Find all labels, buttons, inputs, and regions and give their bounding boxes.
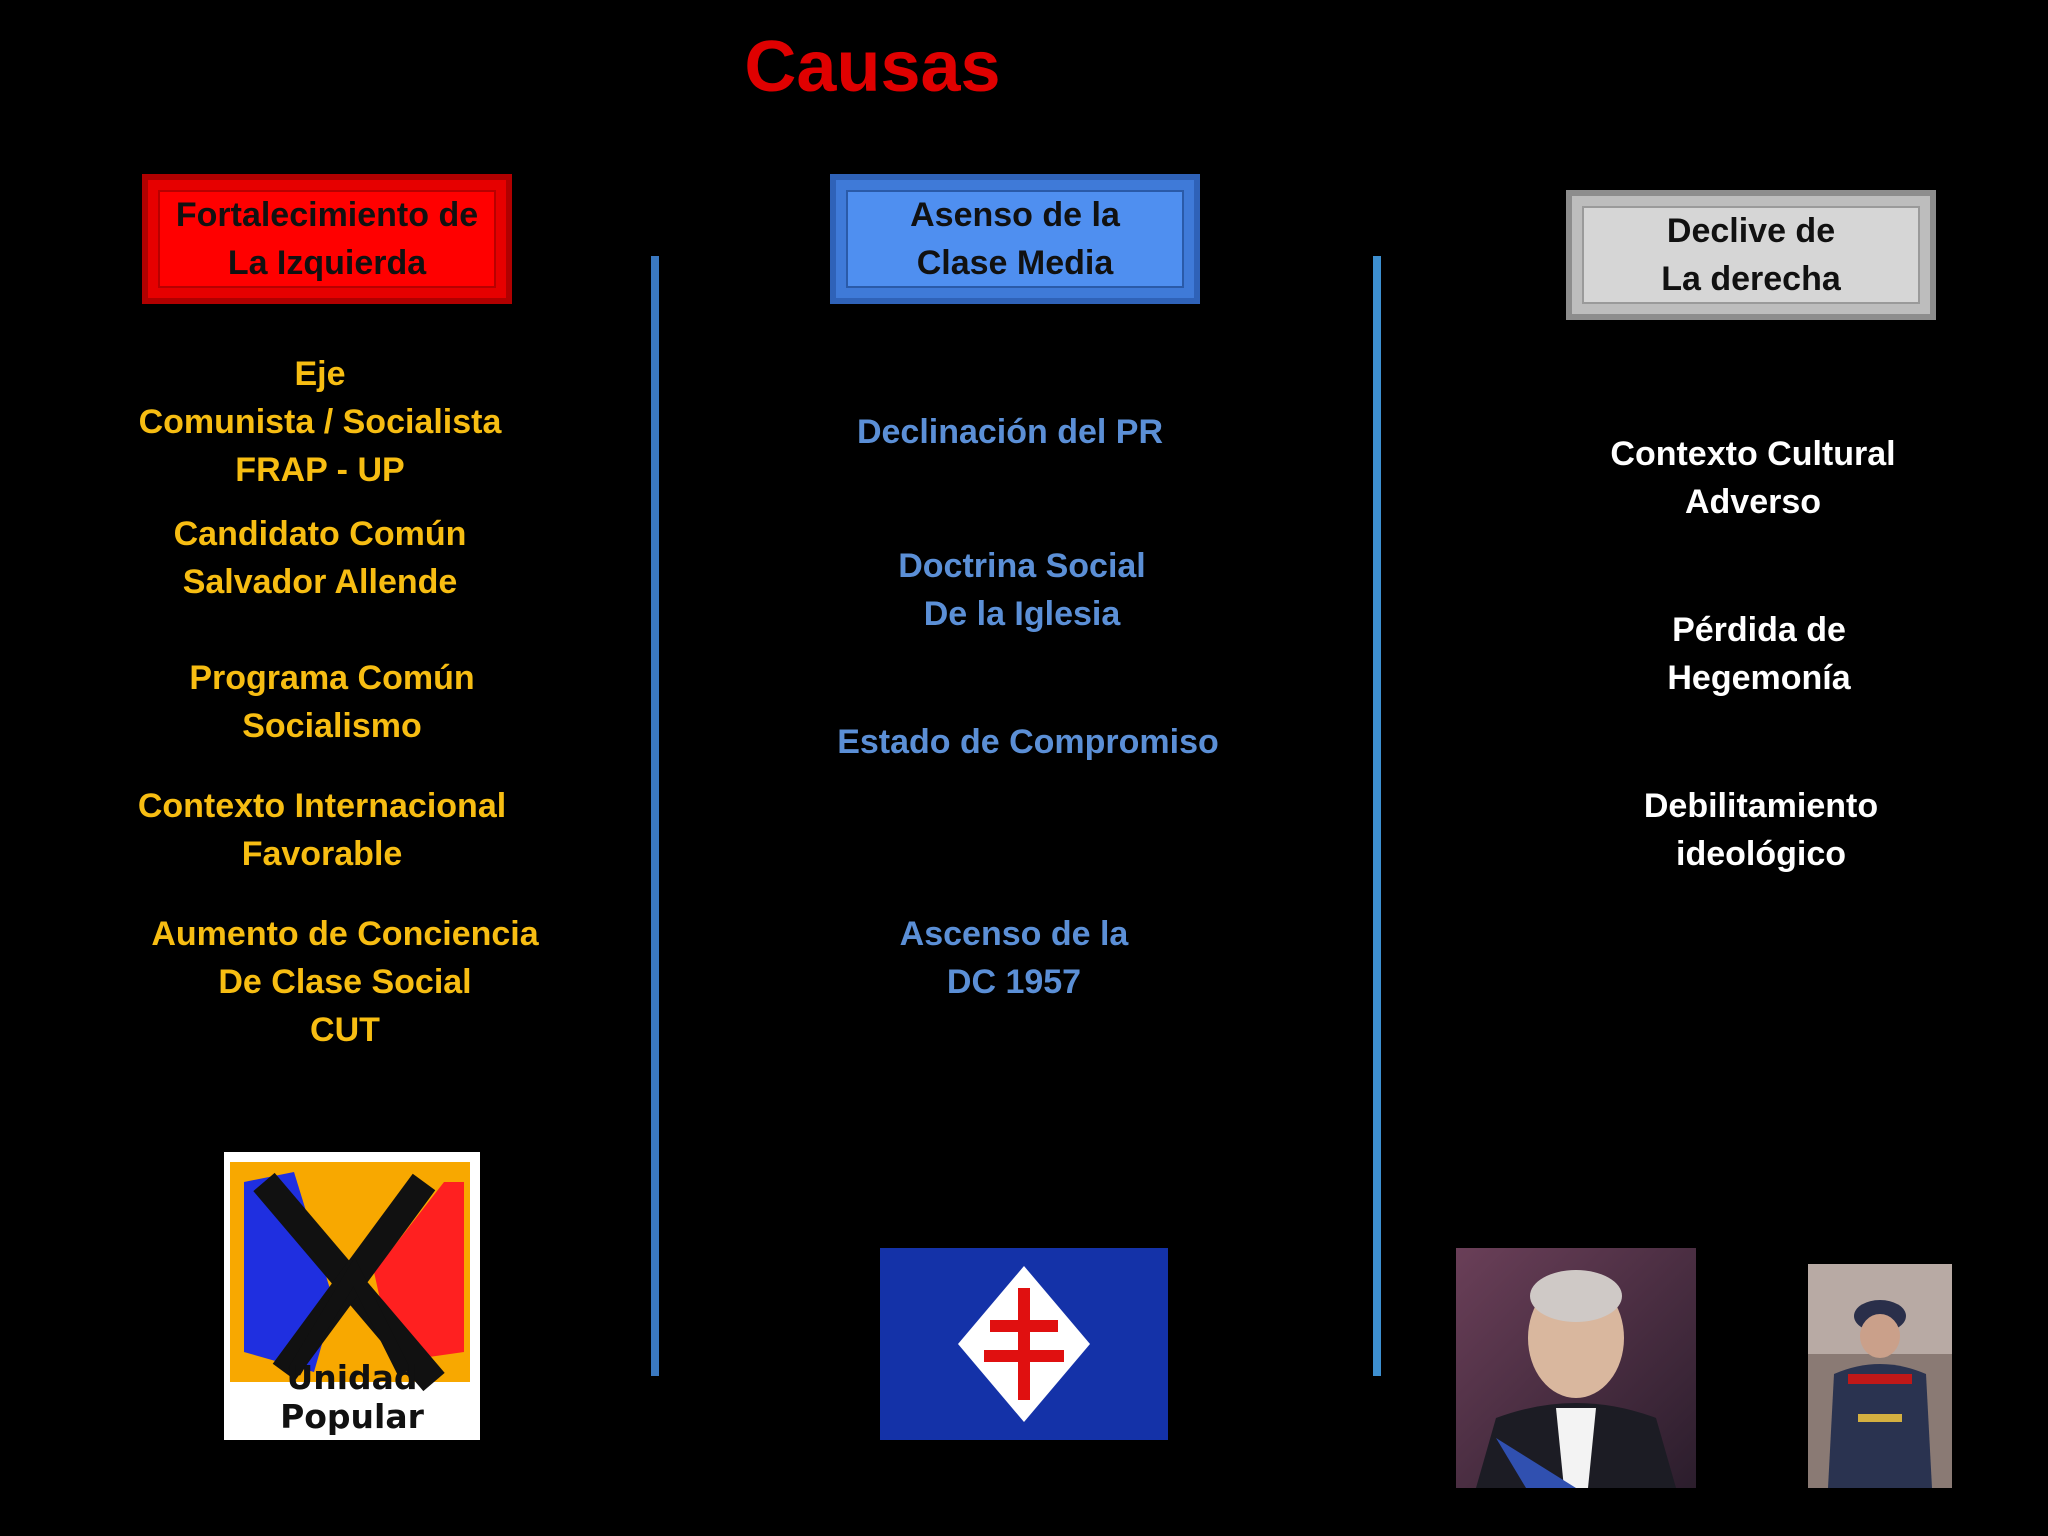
left-item-eje: Eje Comunista / Socialista FRAP - UP (138, 355, 502, 489)
right-item-contexto-cultural: Contexto Cultural Adverso (1610, 435, 1896, 521)
dc-flag-graphic (880, 1248, 1168, 1440)
middle-item-estado-compromiso: Estado de Compromiso (837, 723, 1219, 761)
middle-item-doctrina-social: Doctrina Social De la Iglesia (898, 547, 1146, 633)
column-divider-left (651, 256, 659, 1376)
unidad-popular-logo: Unidad Popular (224, 1152, 480, 1440)
right-item-perdida-hegemonia: Pérdida de Hegemonía (1667, 611, 1851, 697)
header-middle-clase-media: Asenso de la Clase Media (830, 174, 1200, 304)
portrait-general-graphic (1808, 1264, 1952, 1488)
left-item-conciencia-clase: Aumento de Conciencia De Clase Social CU… (151, 915, 539, 1049)
middle-item-declinacion-pr: Declinación del PR (856, 413, 1164, 451)
middle-item-ascenso-dc: Ascenso de la DC 1957 (899, 915, 1129, 1001)
up-logo-graphic (224, 1152, 480, 1392)
left-item-candidato: Candidato Común Salvador Allende (173, 515, 467, 601)
right-item-debilitamiento: Debilitamiento ideológico (1643, 787, 1879, 873)
left-item-contexto-internacional: Contexto Internacional Favorable (137, 787, 507, 873)
portrait-general-photo (1808, 1264, 1952, 1488)
portrait-president-photo (1456, 1248, 1696, 1488)
up-logo-text: Unidad Popular (280, 1358, 424, 1436)
header-left-fortalecimiento: Fortalecimiento de La Izquierda (142, 174, 512, 304)
header-right-declive-derecha: Declive de La derecha (1566, 190, 1936, 320)
dc-flag-image (880, 1248, 1168, 1440)
column-divider-right (1373, 256, 1381, 1376)
portrait-president-graphic (1456, 1248, 1696, 1488)
slide-title: Causas (744, 27, 1001, 107)
left-item-programa: Programa Común Socialismo (189, 659, 475, 745)
